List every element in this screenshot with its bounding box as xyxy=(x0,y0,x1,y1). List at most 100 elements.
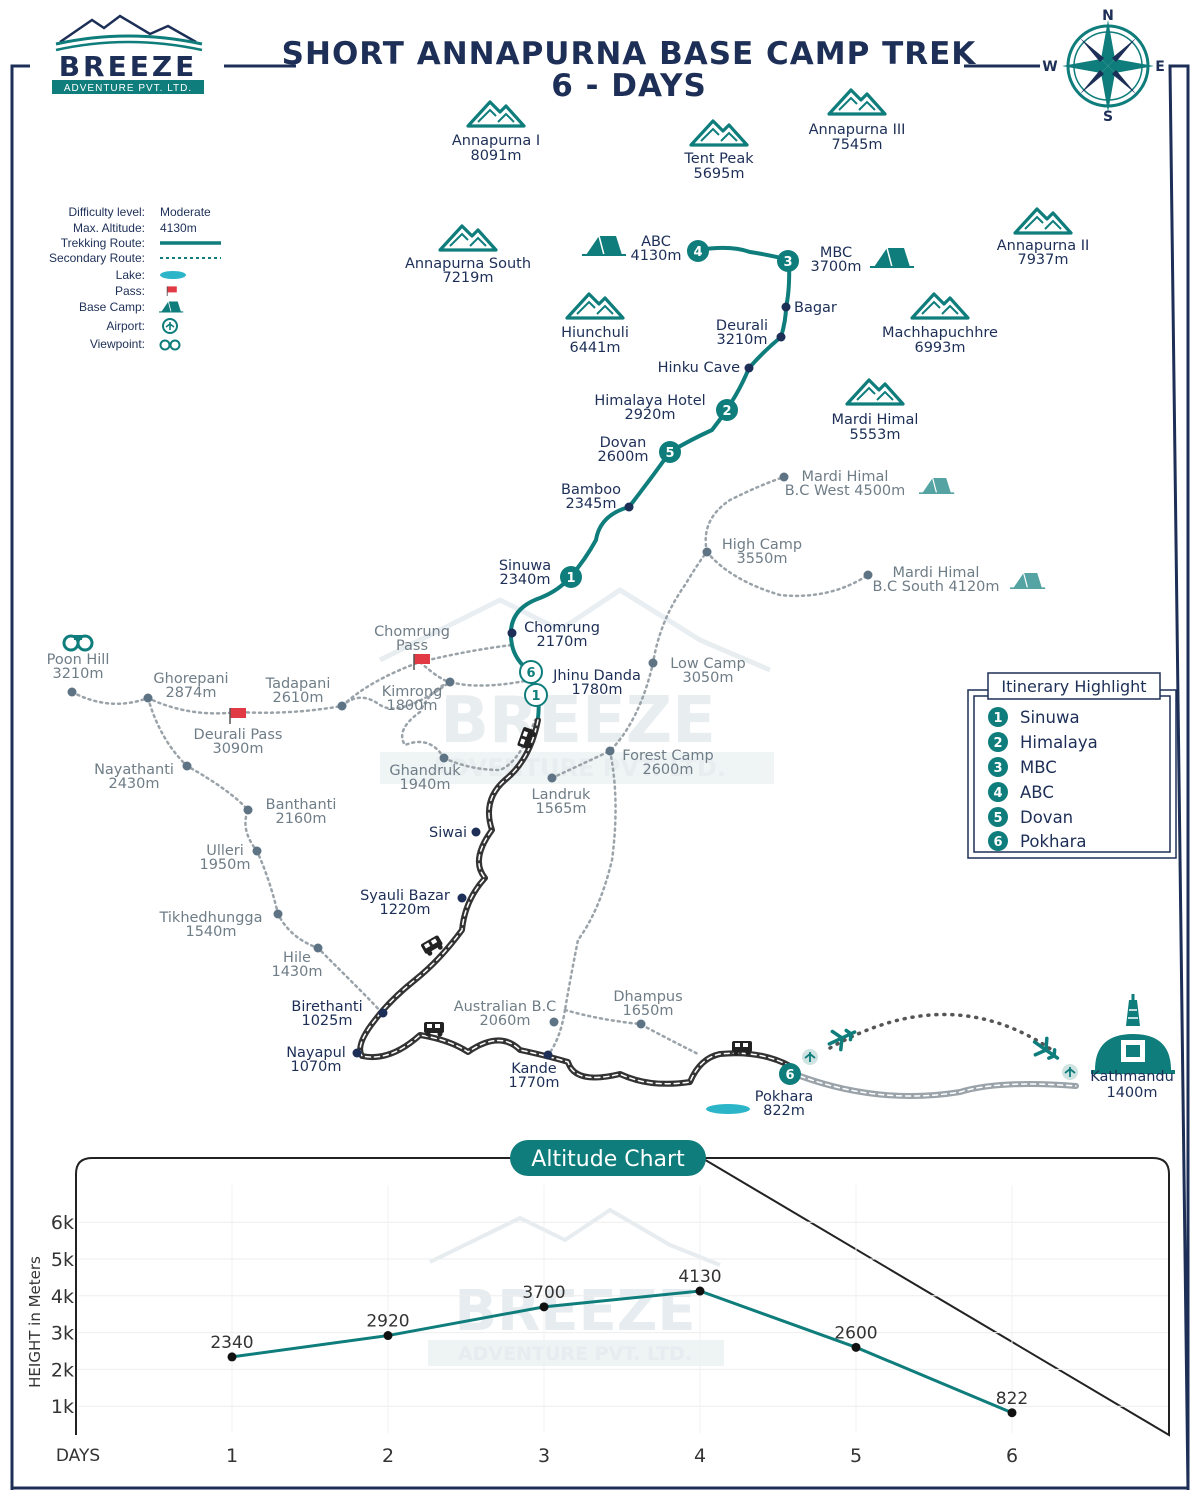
peak-alt: 6993m xyxy=(914,340,965,356)
place-name: Birethanti xyxy=(291,999,362,1015)
peak-name: Annapurna III xyxy=(809,122,906,138)
peak-name: Hiunchuli xyxy=(561,325,629,341)
trekking-route xyxy=(508,245,792,719)
chart-watermark-sub: ADVENTURE PVT. LTD. xyxy=(458,1343,692,1365)
place-name: Banthanti xyxy=(266,797,337,813)
place-name: MBC xyxy=(820,245,852,261)
x-tick-label: 4 xyxy=(694,1445,706,1467)
peak-machhapuchhre: Machhapuchhre 6993m xyxy=(882,292,998,356)
day-badge-outline: 6 xyxy=(519,660,543,684)
place-name: Deurali xyxy=(716,318,768,334)
compass-w: W xyxy=(1042,59,1057,75)
chart-data-label: 3700 xyxy=(522,1283,565,1303)
y-tick-label: 6k xyxy=(51,1212,74,1234)
itinerary-label: Dovan xyxy=(1020,808,1073,827)
place-name: Low Camp xyxy=(670,656,746,672)
chart-y-label: HEIGHT in Meters xyxy=(26,1256,44,1388)
x-tick-label: 1 xyxy=(226,1445,238,1467)
day-badge: 2 xyxy=(716,399,738,421)
base-camp-tent-icon xyxy=(1009,572,1046,590)
day-badge: 1 xyxy=(560,566,582,588)
day-badge: 3 xyxy=(777,250,799,272)
place-name: Syauli Bazar xyxy=(360,888,450,904)
peak-alt: 7219m xyxy=(442,270,493,286)
airport-icon xyxy=(802,1049,818,1065)
logo: BREEZE ADVENTURE PVT. LTD. xyxy=(52,14,204,94)
logo-subtitle: ADVENTURE PVT. LTD. xyxy=(64,83,192,94)
place-alt: 2600m xyxy=(597,449,648,465)
place-name: Deurali Pass xyxy=(194,727,283,743)
chart-x-label: DAYS xyxy=(56,1446,100,1466)
place-name: Chomrung xyxy=(524,620,600,636)
place-alt: 1565m xyxy=(535,801,586,817)
place-alt: B.C South 4120m xyxy=(872,579,999,595)
legend-difficulty-value: Moderate xyxy=(160,205,211,219)
jeep-icon xyxy=(424,1022,444,1037)
itinerary-label: Pokhara xyxy=(1020,832,1086,851)
place-alt: 1400m xyxy=(1106,1085,1157,1101)
day-badge-outline: 1 xyxy=(524,683,548,707)
badge-number: 6 xyxy=(526,666,535,681)
place-alt: 4130m xyxy=(630,248,681,264)
peak-mardi-himal: Mardi Himal 5553m xyxy=(832,378,918,443)
badge-number: 5 xyxy=(665,446,674,461)
badge-number: 1 xyxy=(531,689,540,704)
x-tick-label: 3 xyxy=(538,1445,550,1467)
peak-annapurna-i: Annapurna I 8091m xyxy=(452,100,540,164)
peak-alt: 5695m xyxy=(693,166,744,182)
mountain-icon xyxy=(910,292,970,320)
base-camp-tent-icon xyxy=(918,477,956,495)
place-name: Himalaya Hotel xyxy=(594,393,705,409)
itinerary-num: 3 xyxy=(993,761,1002,776)
place-alt: 3050m xyxy=(682,670,733,686)
title-line-2: 6 - DAYS xyxy=(551,68,707,104)
peak-annapurna-south: Annapurna South 7219m xyxy=(405,224,531,286)
legend-airport-label: Airport: xyxy=(106,319,145,333)
road-routes xyxy=(357,717,1079,1100)
chart-grid xyxy=(78,1185,1168,1433)
chart-data-label: 4130 xyxy=(678,1267,721,1287)
place-name: Tikhedhungga xyxy=(158,910,262,926)
y-tick-label: 3k xyxy=(51,1323,74,1345)
peak-alt: 6441m xyxy=(569,340,620,356)
frame xyxy=(10,64,1190,1491)
place-alt: B.C West 4500m xyxy=(785,483,906,499)
compass-e: E xyxy=(1155,59,1165,75)
place-alt: 1800m xyxy=(386,698,437,714)
place-alt: 3210m xyxy=(716,332,767,348)
chart-points xyxy=(227,1286,1017,1418)
mountain-icon xyxy=(689,119,749,147)
chart-point xyxy=(383,1331,393,1341)
itinerary-num: 2 xyxy=(993,736,1002,751)
peak-alt: 7937m xyxy=(1017,252,1068,268)
map-watermark-name: BREEZE xyxy=(440,684,716,758)
chart-point xyxy=(695,1286,705,1296)
chart-watermark: BREEZE ADVENTURE PVT. LTD. xyxy=(428,1207,724,1366)
x-tick-label: 5 xyxy=(850,1445,862,1467)
peak-name: Machhapuchhre xyxy=(882,325,998,341)
place-name: Kathmandu xyxy=(1090,1069,1174,1085)
base-camp-tent-icon xyxy=(869,247,915,268)
binoculars-icon xyxy=(62,634,94,652)
legend-altitude-label: Max. Altitude: xyxy=(73,221,145,235)
place-name: High Camp xyxy=(722,537,802,553)
y-tick-label: 5k xyxy=(51,1249,74,1271)
legend-lake-icon xyxy=(160,271,186,279)
place-name: Dhampus xyxy=(613,989,682,1005)
airport-icon xyxy=(1062,1064,1078,1080)
place-alt: 2345m xyxy=(565,496,616,512)
compass-n: N xyxy=(1102,8,1114,24)
y-tick-label: 2k xyxy=(51,1359,74,1381)
place-alt: 3700m xyxy=(810,259,861,275)
place-alt: 3210m xyxy=(52,666,103,682)
place-name: Ulleri xyxy=(206,843,244,859)
place-name: Nayapul xyxy=(286,1045,346,1061)
itinerary-num: 1 xyxy=(993,711,1002,726)
place-name: Kande xyxy=(511,1061,557,1077)
